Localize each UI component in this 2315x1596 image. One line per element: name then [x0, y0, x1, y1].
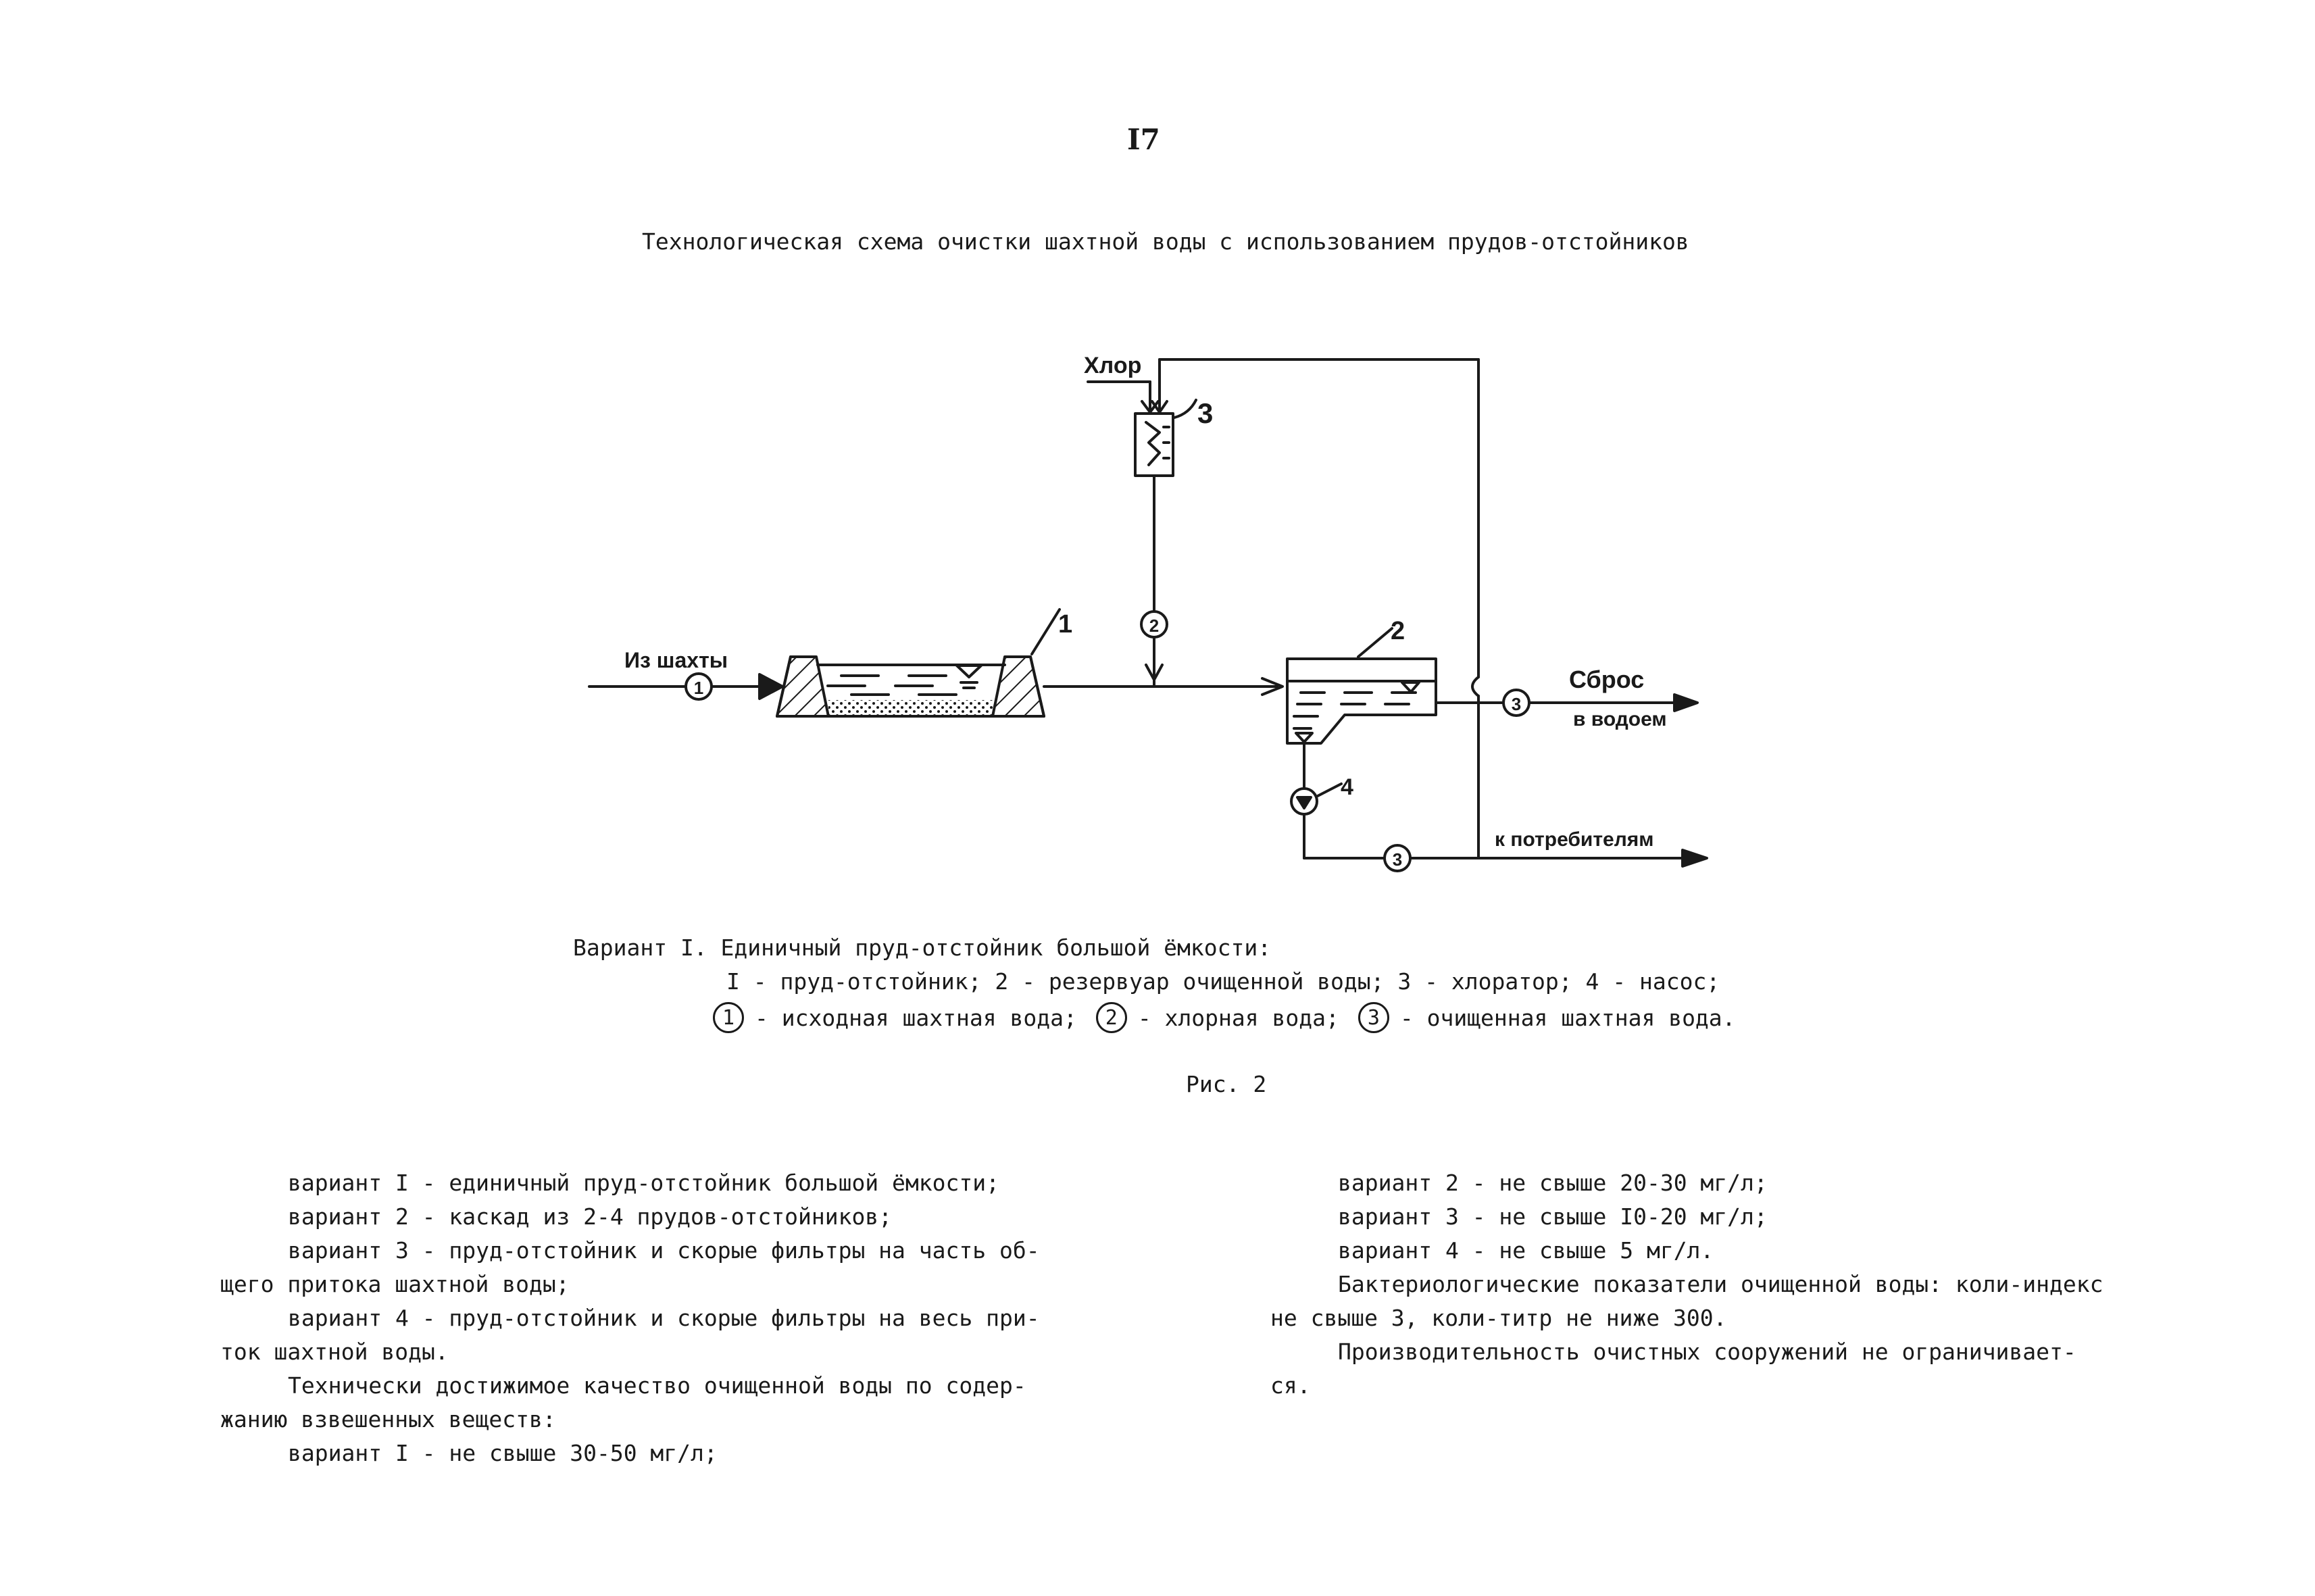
left-line: ток шахтной воды. — [220, 1339, 449, 1365]
legend-text-3: - очищенная шахтная вода. — [1399, 1004, 1736, 1031]
right-line: ся. — [1270, 1372, 1311, 1399]
caption-variant: Вариант I. Единичный пруд-отстойник боль… — [573, 934, 1272, 961]
right-line: вариант 4 - не свыше 5 мг/л. — [1338, 1237, 1714, 1264]
right-line: Производительность очистных сооружений н… — [1338, 1339, 2076, 1365]
stream-number-3a: 3 — [1512, 694, 1521, 714]
figure-label: Рис. 2 — [1186, 1071, 1267, 1097]
settling-pond — [776, 655, 1045, 718]
pipe-crossover — [1471, 676, 1480, 697]
chlorinator-leader-3 — [1173, 399, 1197, 419]
legend-circle-1: 1 — [713, 1002, 744, 1033]
stream-number-1: 1 — [694, 678, 703, 698]
left-line: Технически достижимое качество очищенной… — [288, 1372, 1026, 1399]
right-line: не свыше 3, коли-титр не ниже 300. — [1270, 1305, 1727, 1331]
right-column: вариант 2 - не свыше 20-30 мг/л; вариант… — [1270, 1166, 2149, 1403]
right-line: вариант 2 - не свыше 20-30 мг/л; — [1338, 1170, 1768, 1196]
label-from-mine: Из шахты — [624, 648, 728, 672]
caption-components: I - пруд-отстойник; 2 - резервуар очищен… — [726, 968, 1720, 995]
reservoir-inlet-arrow — [1261, 677, 1284, 696]
inlet-arrow — [758, 673, 784, 700]
clean-water-reservoir — [1286, 657, 1437, 745]
label-to-waterbody: в водоем — [1573, 708, 1667, 730]
legend-text-1: - исходная шахтная вода; — [755, 1004, 1077, 1031]
left-line: щего притока шахтной воды; — [220, 1271, 570, 1297]
left-line: вариант 2 - каскад из 2-4 прудов-отстойн… — [288, 1203, 893, 1230]
chlorinator — [1134, 412, 1174, 477]
component-number-2: 2 — [1391, 617, 1405, 645]
left-line: вариант I - единичный пруд-отстойник бол… — [288, 1170, 999, 1196]
stream-circle-2 — [1140, 610, 1168, 639]
pond-leader-1 — [1030, 608, 1061, 655]
component-number-3: 3 — [1197, 397, 1213, 429]
pump-leader-4 — [1316, 782, 1343, 797]
stream-number-2: 2 — [1149, 616, 1159, 636]
stream-circle-3a — [1502, 689, 1530, 717]
legend-circle-2: 2 — [1095, 1002, 1127, 1033]
left-line: вариант 4 - пруд-отстойник и скорые филь… — [288, 1305, 1040, 1331]
stream-circle-1 — [684, 672, 713, 701]
right-line: вариант 3 - не свыше I0-20 мг/л; — [1338, 1203, 1768, 1230]
stream-circle-3b — [1383, 844, 1412, 872]
left-line: жанию взвешенных веществ: — [220, 1406, 556, 1432]
right-line: Бактериологические показатели очищенной … — [1338, 1271, 2104, 1297]
component-number-1: 1 — [1058, 610, 1072, 639]
legend-text-2: - хлорная вода; — [1137, 1004, 1339, 1031]
left-line: вариант I - не свыше 30-50 мг/л; — [288, 1440, 718, 1466]
component-number-4: 4 — [1341, 774, 1353, 800]
discharge-arrow — [1673, 693, 1699, 712]
legend-circle-3: 3 — [1358, 1002, 1389, 1033]
label-chlorine: Хлор — [1084, 353, 1141, 378]
page-number: I7 — [1127, 123, 1160, 156]
stream-number-3b: 3 — [1393, 849, 1402, 870]
consumers-arrow — [1681, 849, 1708, 868]
left-line: вариант 3 - пруд-отстойник и скорые филь… — [288, 1237, 1040, 1264]
caption-legend: 1 - исходная шахтная вода; 2 - хлорная в… — [713, 1002, 1736, 1033]
left-column: вариант I - единичный пруд-отстойник бол… — [220, 1166, 1099, 1470]
figure-title: Технологическая схема очистки шахтной во… — [642, 228, 1689, 255]
label-discharge: Сброс — [1569, 666, 1644, 693]
label-to-consumers: к потребителям — [1495, 828, 1653, 851]
reservoir-leader-2 — [1357, 627, 1393, 658]
